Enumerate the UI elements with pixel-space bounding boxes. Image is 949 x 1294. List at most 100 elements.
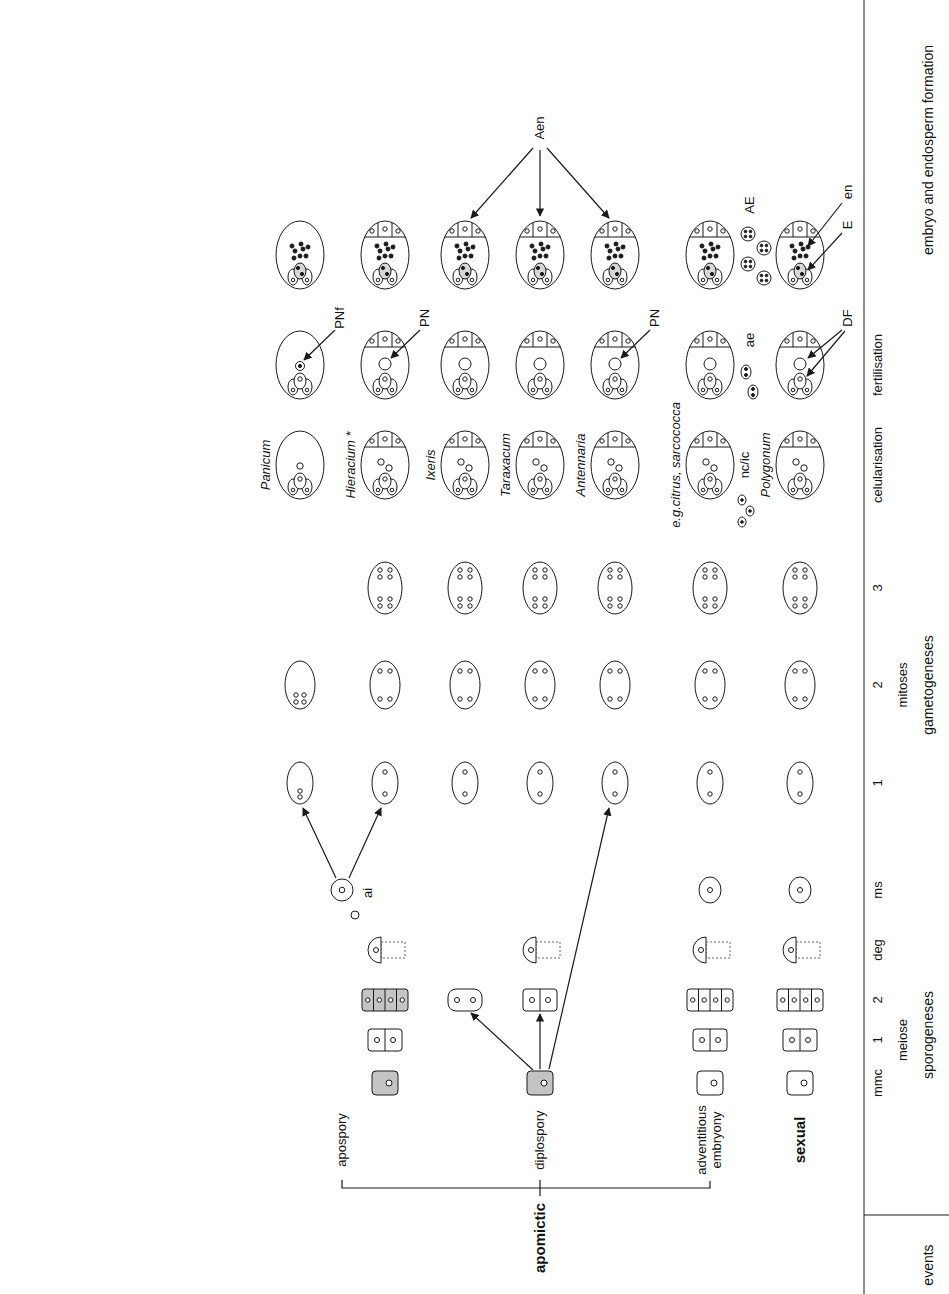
nucleus xyxy=(621,245,625,249)
nucleus xyxy=(374,948,379,953)
nucleus xyxy=(294,693,298,697)
dyad xyxy=(448,989,482,1011)
nucleus xyxy=(805,388,809,392)
row-label: adventitious embryony xyxy=(695,1099,725,1181)
nucleus xyxy=(298,477,302,481)
nucleus xyxy=(463,227,467,231)
antipodal-wall xyxy=(392,433,393,447)
nucleus xyxy=(533,604,537,608)
nucleus xyxy=(376,388,380,392)
nucleus xyxy=(377,998,381,1002)
column-header: events xyxy=(920,1243,936,1286)
nucleus xyxy=(376,278,380,282)
nucleus xyxy=(708,254,712,258)
functional-megaspore xyxy=(693,937,706,963)
column-subheader: celularisation xyxy=(871,426,886,504)
nucleus xyxy=(626,339,630,343)
nucleus xyxy=(546,245,550,249)
nucleus xyxy=(702,256,706,260)
ovule-illustration xyxy=(276,0,949,1294)
nucleus xyxy=(806,1038,811,1043)
nucleus xyxy=(298,377,302,381)
leader-arrow xyxy=(621,330,650,358)
nucleus xyxy=(386,465,392,471)
structure-label: nc/ic xyxy=(738,451,753,480)
nucleus xyxy=(613,227,617,231)
nucleus xyxy=(302,700,306,704)
adventitious-embryo xyxy=(748,385,758,399)
leader-arrow xyxy=(391,330,420,358)
nucleus xyxy=(450,439,454,443)
nucleus xyxy=(790,1038,795,1043)
nucleus xyxy=(533,575,537,579)
nucleus xyxy=(383,377,387,381)
nucleus xyxy=(608,568,612,572)
nucleus xyxy=(798,888,803,893)
nucleus xyxy=(620,488,624,492)
embryo-sac xyxy=(441,331,489,399)
nucleus xyxy=(800,272,803,275)
embryo-sac xyxy=(600,661,630,709)
nucleus xyxy=(378,459,384,465)
nucleus xyxy=(745,368,748,371)
nucleus xyxy=(541,1080,547,1086)
nucleus xyxy=(470,278,474,282)
egg-cell xyxy=(534,373,546,389)
nucleus xyxy=(798,477,802,481)
nucleus xyxy=(391,1038,396,1043)
dyad xyxy=(693,1029,727,1051)
nucleus xyxy=(711,1080,717,1086)
nucleus xyxy=(606,388,610,392)
embryo-sac xyxy=(285,661,315,709)
embryo-sac xyxy=(527,762,553,804)
column-subheader: ms xyxy=(871,880,886,899)
embryo-sac xyxy=(452,762,478,804)
nucleus xyxy=(600,229,604,233)
nucleus xyxy=(463,337,467,341)
nucleus xyxy=(458,597,462,601)
nucleus xyxy=(458,697,462,701)
nucleus xyxy=(706,266,709,269)
egg-cell xyxy=(704,473,716,489)
nucleus xyxy=(531,278,535,282)
nucleus xyxy=(388,669,392,673)
nucleus xyxy=(801,247,805,251)
nucleus xyxy=(383,227,387,231)
nucleus xyxy=(386,247,390,251)
antipodal-wall xyxy=(458,433,459,447)
antipodal-wall xyxy=(793,433,794,447)
embryo-sac xyxy=(448,562,482,614)
nucleus xyxy=(458,459,464,465)
nucleus xyxy=(725,998,729,1002)
nucleus xyxy=(702,998,706,1002)
nucleus xyxy=(749,510,752,513)
nucleus xyxy=(608,249,612,253)
nucleus xyxy=(608,669,612,673)
nucleus xyxy=(790,244,794,248)
nucleus xyxy=(619,254,623,258)
nucleus xyxy=(291,388,295,392)
nucleus xyxy=(721,229,725,233)
antipodal-wall xyxy=(703,333,704,347)
nucleus xyxy=(765,249,768,252)
nucleus xyxy=(463,770,467,774)
embryo-sac xyxy=(516,431,564,499)
nucleus xyxy=(378,597,382,601)
nucleus xyxy=(744,260,747,263)
nucleus xyxy=(695,439,699,443)
nucleus xyxy=(803,604,807,608)
structure-label: en xyxy=(841,184,856,200)
tetrad xyxy=(777,989,823,1011)
structure-label: PN xyxy=(648,308,663,328)
nucleus xyxy=(760,249,763,252)
aposporous-initial xyxy=(331,879,353,901)
nucleus xyxy=(744,230,747,233)
nucleus xyxy=(608,604,612,608)
nucleus xyxy=(298,789,302,793)
antipodal-wall xyxy=(547,223,548,237)
antipodal-wall xyxy=(717,223,718,237)
nucleus xyxy=(390,388,394,392)
nucleus xyxy=(383,337,387,341)
nucleus xyxy=(618,669,622,673)
nucleus xyxy=(741,521,744,524)
